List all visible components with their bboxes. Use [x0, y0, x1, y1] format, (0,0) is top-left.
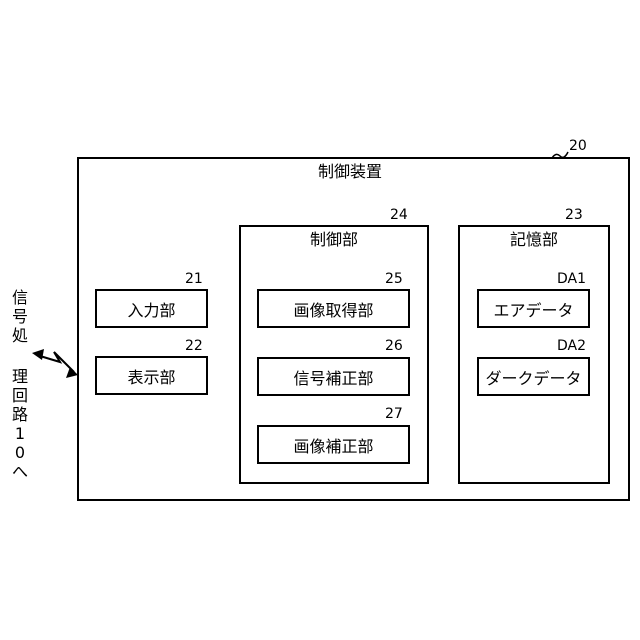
vchar: 処	[6, 326, 34, 345]
external-circuit-label: 信 号 処 理 回 路 1 0 へ	[6, 288, 34, 481]
ref-27: 27	[385, 406, 403, 422]
ref-20: 20	[569, 138, 587, 154]
air-data-label: エアデータ	[493, 297, 573, 321]
vchar: 回	[6, 386, 34, 405]
image-correction-box: 画像補正部	[257, 425, 410, 464]
input-unit-box: 入力部	[95, 289, 208, 328]
ref-22: 22	[185, 338, 203, 354]
signal-correction-box: 信号補正部	[257, 357, 410, 396]
control-device-title: 制御装置	[300, 163, 400, 181]
display-unit-box: 表示部	[95, 356, 208, 395]
image-correction-label: 画像補正部	[293, 433, 373, 457]
ref-da1: DA1	[557, 271, 586, 287]
display-unit-label: 表示部	[127, 364, 175, 388]
vchar: 信	[6, 288, 34, 307]
vchar: 号	[6, 307, 34, 326]
ref-25: 25	[385, 271, 403, 287]
vchar: へ	[6, 462, 34, 481]
dark-data-box: ダークデータ	[477, 357, 590, 396]
storage-unit-title: 記憶部	[484, 231, 584, 249]
control-unit-title: 制御部	[284, 231, 384, 249]
vchar: 理	[6, 367, 34, 386]
external-link-arrow	[40, 352, 74, 372]
air-data-box: エアデータ	[477, 289, 590, 328]
input-unit-label: 入力部	[127, 297, 175, 321]
ref-da2: DA2	[557, 338, 586, 354]
vchar: 0	[6, 443, 34, 462]
vchar: 路	[6, 405, 34, 424]
ref-24: 24	[390, 207, 408, 223]
ref-23: 23	[565, 207, 583, 223]
ref-21: 21	[185, 271, 203, 287]
image-acquisition-box: 画像取得部	[257, 289, 410, 328]
image-acquisition-label: 画像取得部	[293, 297, 373, 321]
ref-26: 26	[385, 338, 403, 354]
signal-correction-label: 信号補正部	[293, 365, 373, 389]
vchar: 1	[6, 424, 34, 443]
dark-data-label: ダークデータ	[485, 365, 581, 389]
storage-unit-box	[458, 225, 610, 484]
